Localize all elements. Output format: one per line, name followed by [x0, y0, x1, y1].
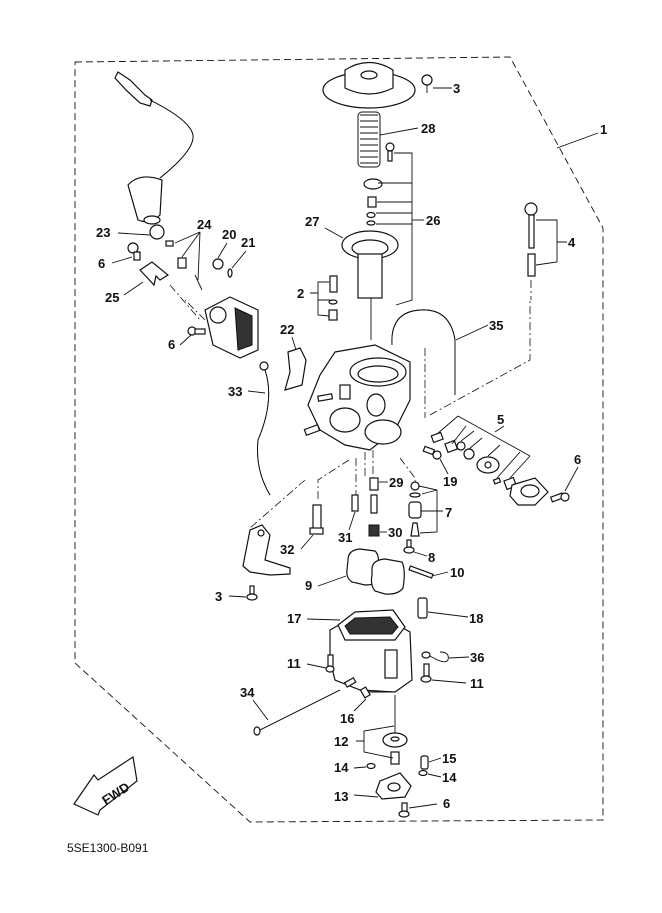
o-ring-part-21	[227, 268, 233, 278]
screw-part-6-left-top	[127, 242, 141, 261]
callout-5: 5	[497, 412, 504, 427]
float-chamber	[329, 609, 413, 693]
callout-3-top: 3	[453, 81, 460, 96]
callout-32: 32	[280, 542, 294, 557]
gasket-part-22	[284, 347, 307, 391]
carburetor-body	[303, 344, 411, 451]
cap-part-23	[149, 224, 165, 240]
callout-27: 27	[305, 214, 319, 229]
main-jet-part-30	[368, 524, 380, 537]
plug-part-20	[212, 258, 224, 270]
o-ring-part-14-left	[366, 762, 376, 770]
callout-3-bottom: 3	[215, 589, 222, 604]
callout-24: 24	[197, 217, 212, 232]
callout-34: 34	[240, 685, 255, 700]
plate-part-25	[139, 261, 170, 287]
hose-clamp-part-36	[421, 651, 449, 663]
assembly-boundary	[74, 56, 604, 823]
pilot-screw-set-part-2	[328, 275, 338, 321]
callout-17: 17	[287, 611, 301, 626]
needle-jet-part-29	[369, 477, 379, 514]
float-part-9	[346, 548, 405, 595]
callout-10: 10	[450, 565, 464, 580]
callout-33: 33	[228, 384, 242, 399]
callout-11-right: 11	[470, 676, 484, 691]
screw-part-19	[422, 445, 442, 460]
callout-1: 1	[600, 122, 607, 137]
screw-part-11-right	[420, 663, 432, 683]
callout-22: 22	[280, 322, 294, 337]
callout-7: 7	[445, 505, 452, 520]
throttle-stop-screw-part-4	[524, 202, 538, 300]
callout-6-right: 6	[574, 452, 581, 467]
callout-35: 35	[489, 318, 503, 333]
callout-31: 31	[338, 530, 352, 545]
spring-part-28	[357, 111, 381, 168]
pump-cover	[509, 477, 549, 506]
needle-valve-set-part-7	[408, 481, 422, 537]
piston-valve-part-27	[341, 230, 399, 340]
starter-body	[204, 296, 259, 359]
callout-12: 12	[334, 734, 348, 749]
callout-2: 2	[297, 286, 304, 301]
callout-13: 13	[334, 789, 348, 804]
callout-11-left: 11	[287, 656, 301, 671]
callout-21: 21	[241, 235, 255, 250]
callout-14-left: 14	[334, 760, 349, 775]
callout-9: 9	[305, 578, 312, 593]
hose-part-35	[391, 309, 456, 395]
screw-part-8	[403, 539, 415, 554]
callout-8: 8	[428, 550, 435, 565]
pilot-air-jet-part-32	[309, 504, 324, 535]
callout-18: 18	[469, 611, 483, 626]
screw-part-6-right	[549, 492, 570, 503]
starter-cable	[114, 71, 194, 225]
float-pin-part-10	[408, 565, 434, 579]
callout-14-right: 14	[442, 770, 457, 785]
o-ring-part-14-right	[418, 769, 428, 777]
callout-19: 19	[443, 474, 457, 489]
callout-29: 29	[389, 475, 403, 490]
callout-16: 16	[340, 711, 354, 726]
lever-bracket	[242, 524, 291, 576]
drawing-code: 5SE1300-B091	[67, 841, 149, 855]
drain-screw-part-16	[343, 676, 371, 699]
forward-direction-arrow: FWD	[73, 755, 138, 816]
callout-6-bottom: 6	[443, 796, 450, 811]
hose-part-34	[253, 689, 341, 736]
callout-30: 30	[388, 525, 402, 540]
screw-part-3-top	[421, 74, 433, 93]
screw-part-3-bottom	[246, 585, 258, 601]
callout-28: 28	[421, 121, 435, 136]
callout-23: 23	[96, 225, 110, 240]
hose-part-33	[257, 361, 271, 496]
callout-6-left-top: 6	[98, 256, 105, 271]
callout-36: 36	[470, 650, 484, 665]
plug-part-15	[420, 755, 429, 770]
screw-part-6-bottom	[398, 802, 410, 818]
diaphragm-part-12	[382, 695, 408, 765]
callout-20: 20	[222, 227, 236, 242]
jet-needle-set-part-26	[363, 142, 395, 226]
callout-15: 15	[442, 751, 456, 766]
cover-part-13	[375, 772, 412, 800]
screw-part-6-left-mid	[187, 326, 206, 336]
starter-plunger-set-part-24	[165, 240, 203, 291]
top-cap	[322, 61, 416, 109]
callout-6-left-mid: 6	[168, 337, 175, 352]
callout-26: 26	[426, 213, 440, 228]
callout-4: 4	[568, 235, 576, 250]
pilot-jet-part-31	[351, 494, 359, 512]
callout-25: 25	[105, 290, 119, 305]
screw-part-11-left	[325, 654, 335, 673]
needle-valve-part-18	[417, 597, 428, 619]
